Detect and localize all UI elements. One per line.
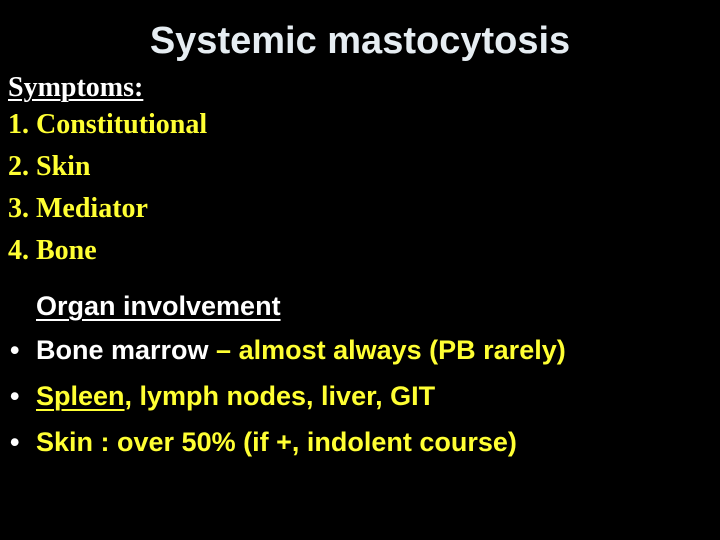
bullet-item-skin: • Skin : over 50% (if +, indolent course… — [0, 424, 696, 460]
symptoms-section: Symptoms: 1. Constitutional 2. Skin 3. M… — [8, 72, 207, 272]
organ-involvement-section: Organ involvement • Bone marrow – almost… — [0, 288, 720, 470]
symptom-item: 1. Constitutional — [8, 109, 208, 140]
bullet-detail: – almost always (PB rarely) — [208, 335, 566, 365]
bullet-icon: • — [10, 381, 20, 411]
symptom-item: 3. Mediator — [8, 193, 148, 224]
bullet-item-bone-marrow: • Bone marrow – almost always (PB rarely… — [0, 332, 696, 368]
bullet-item-spleen: • Spleen, lymph nodes, liver, GIT — [0, 378, 696, 414]
symptoms-heading: Symptoms: — [8, 72, 144, 103]
symptom-item: 4. Bone — [8, 235, 97, 266]
bullet-lead: Bone marrow — [36, 335, 209, 365]
bullet-icon: • — [10, 335, 20, 365]
symptom-item: 2. Skin — [8, 151, 91, 182]
bullet-icon: • — [10, 427, 20, 457]
bullet-detail: , lymph nodes, liver, GIT — [124, 381, 436, 411]
organ-involvement-heading: Organ involvement — [36, 291, 281, 321]
slide-title: Systemic mastocytosis — [149, 20, 571, 62]
bullet-lead: Spleen — [36, 381, 125, 411]
bullet-lead: Skin : over 50% (if +, indolent course) — [36, 427, 517, 457]
